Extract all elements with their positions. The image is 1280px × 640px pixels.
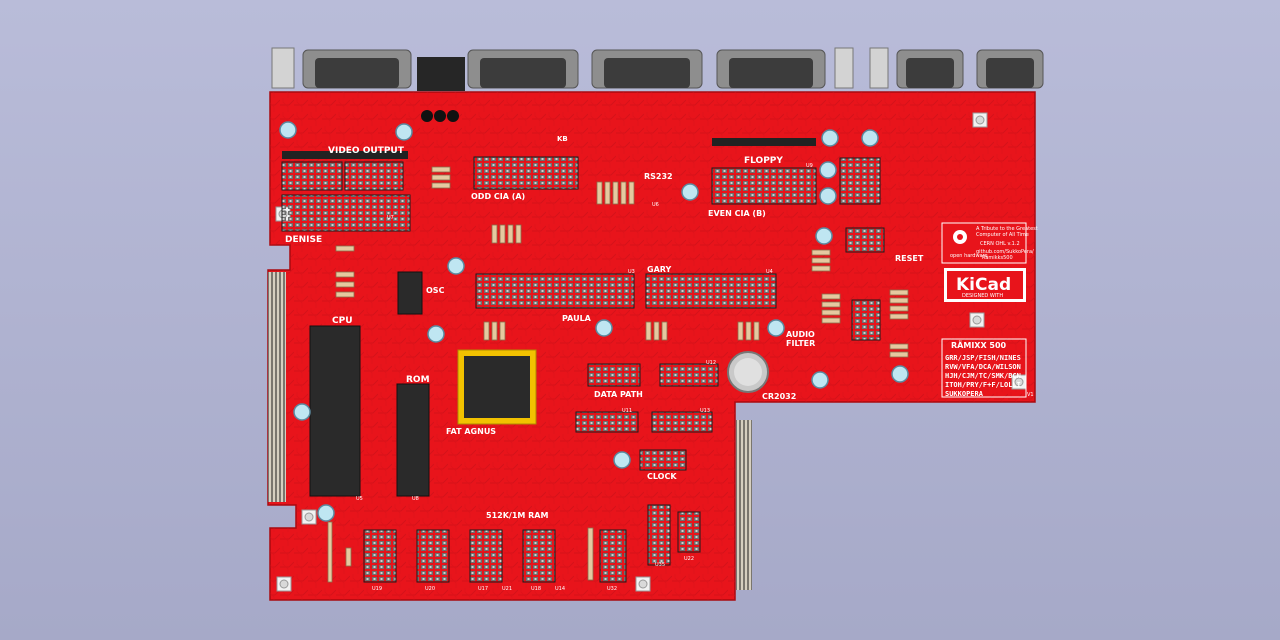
rca-jacks xyxy=(271,47,889,89)
chip-osc xyxy=(397,271,423,315)
dsub-connector-joy2 xyxy=(976,49,1044,89)
dsub-connector-joy1 xyxy=(896,49,964,89)
credits-line-1: GRR/JSP/FISH/NINES xyxy=(945,354,1021,362)
ref-u6: U6 xyxy=(652,202,659,208)
ref-u7: U7 xyxy=(387,215,394,221)
chip-cpu xyxy=(309,325,361,497)
resistors xyxy=(327,166,909,583)
ic-sockets xyxy=(281,156,885,583)
label-fat-agnus: FAT AGNUS xyxy=(446,427,496,436)
ref-u5: U5 xyxy=(356,496,363,502)
ref-u14: U14 xyxy=(555,586,565,592)
label-reset: RESET xyxy=(895,254,924,263)
label-osc: OSC xyxy=(426,286,445,295)
edge-connector-right xyxy=(736,420,752,590)
label-cpu: CPU xyxy=(332,316,353,326)
ram-sockets xyxy=(363,504,701,583)
ref-u8: U8 xyxy=(412,496,419,502)
socket-reset xyxy=(845,227,885,253)
dsub-connector-parallel xyxy=(591,49,703,89)
ref-u21: U21 xyxy=(502,586,512,592)
version-tag: V1 xyxy=(1027,392,1034,398)
label-paula: PAULA xyxy=(562,314,592,323)
oshw-gear-icon xyxy=(953,230,967,244)
label-kb: KB xyxy=(557,135,568,143)
socket-clock xyxy=(639,449,687,471)
ref-u17: U17 xyxy=(478,586,488,592)
credits-line-3: HJH/CJM/TC/SMK/BCN xyxy=(945,372,1021,380)
project-title: RÄMIXX 500 xyxy=(951,340,1007,350)
kicad-logo-text: KiCad xyxy=(956,275,1011,295)
socket-odd-cia xyxy=(473,156,579,190)
ref-u18: U18 xyxy=(531,586,541,592)
tribute-line-1: A Tribute to the Greatest xyxy=(976,226,1038,232)
ref-u35: U35 xyxy=(655,562,665,568)
socket-video xyxy=(281,161,343,191)
tribute-line-2: Computer of All Time xyxy=(976,232,1029,238)
battery-cr2032 xyxy=(727,351,769,393)
socket-u12 xyxy=(659,363,719,387)
ref-u22: U22 xyxy=(684,556,694,562)
ref-u3: U3 xyxy=(628,269,635,275)
repo-url: github.com/SukkoPera/ xyxy=(976,249,1034,255)
label-floppy: FLOPPY xyxy=(744,156,783,166)
chips xyxy=(282,138,816,497)
author-label: Ramikks500 xyxy=(982,255,1013,261)
label-cr2032: CR2032 xyxy=(762,392,796,401)
rear-connectors xyxy=(271,47,1044,122)
branding-panel: open hardware A Tribute to the Greatest … xyxy=(941,222,1038,398)
socket-fdd xyxy=(839,157,881,205)
socket-gary xyxy=(645,273,777,309)
kicad-designed-with: DESIGNED WITH xyxy=(962,293,1003,299)
label-denise: DENISE xyxy=(285,235,322,245)
label-clock: CLOCK xyxy=(647,472,677,481)
label-video-output: VIDEO OUTPUT xyxy=(328,146,405,156)
label-rom: ROM xyxy=(406,375,430,385)
label-data-path: DATA PATH xyxy=(594,390,643,399)
ref-u9: U9 xyxy=(806,163,813,169)
socket-u11 xyxy=(575,411,639,433)
ref-u12: U12 xyxy=(706,360,716,366)
silkscreen-labels: VIDEO OUTPUT DENISE ODD CIA (A) RS232 FL… xyxy=(285,135,924,520)
socket-denise xyxy=(281,194,411,232)
credits-line-4: ITOH/PRY/F+F/LOLLI xyxy=(945,381,1021,389)
edge-connector-left xyxy=(268,272,286,502)
socket-data-path xyxy=(587,363,641,387)
label-filter: FILTER xyxy=(786,339,815,348)
ref-u19: U19 xyxy=(372,586,382,592)
label-gary: GARY xyxy=(647,265,671,274)
label-ram: 512K/1M RAM xyxy=(486,511,548,520)
oshw-label: open hardware xyxy=(950,253,988,259)
floppy-header xyxy=(712,138,816,146)
pcb-board xyxy=(267,91,1036,601)
license-label: CERN OHL v.1.2 xyxy=(980,241,1020,247)
socket-u13 xyxy=(651,411,713,433)
video-header xyxy=(282,151,408,159)
credits-line-5: SUKKOPERA xyxy=(945,390,984,398)
mounting-holes xyxy=(275,112,1027,592)
label-even-cia: EVEN CIA (B) xyxy=(708,209,766,218)
socket-video2 xyxy=(344,161,404,191)
capacitors xyxy=(279,121,909,522)
credits-line-2: RVW/VFA/DCA/WILSON xyxy=(945,363,1021,371)
ref-u32: U32 xyxy=(607,586,617,592)
ref-u13: U13 xyxy=(700,408,710,414)
label-odd-cia: ODD CIA (A) xyxy=(471,192,525,201)
power-din-connector xyxy=(417,57,465,122)
socket-paula xyxy=(475,273,635,309)
ref-u11: U11 xyxy=(622,408,632,414)
ref-u4: U4 xyxy=(766,269,773,275)
ref-designators: U3 U4 U5 U8 U19 U20 U17 U21 U18 U14 U22 … xyxy=(356,163,813,592)
label-rs232: RS232 xyxy=(644,172,673,181)
chip-fat-agnus xyxy=(457,349,537,425)
socket-right1 xyxy=(851,299,881,341)
dsub-connector-serial xyxy=(467,49,579,89)
label-audio: AUDIO xyxy=(786,330,815,339)
dsub-connector-video xyxy=(302,49,412,89)
dsub-connector-floppy xyxy=(716,49,826,89)
chip-rom xyxy=(396,383,430,497)
ref-u20: U20 xyxy=(425,586,435,592)
socket-even-cia xyxy=(711,167,817,205)
